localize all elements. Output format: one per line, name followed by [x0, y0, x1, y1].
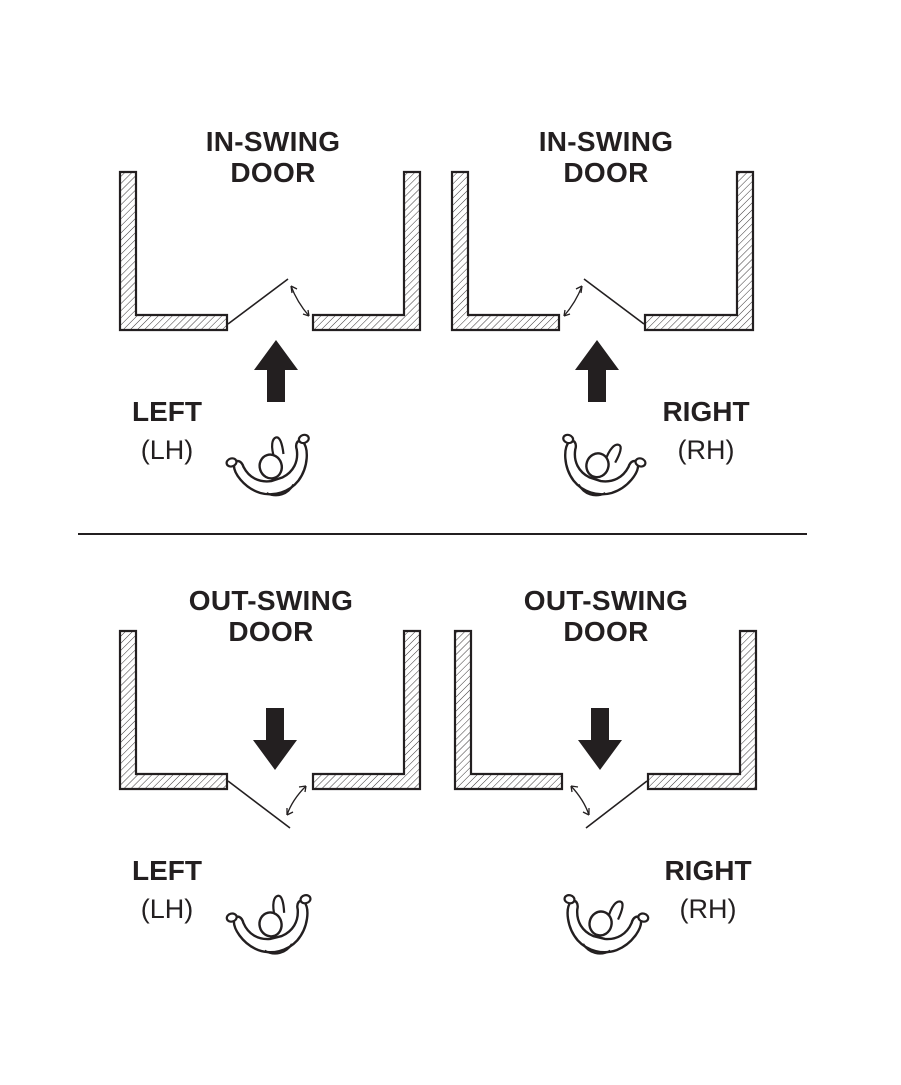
wall-right — [643, 170, 755, 332]
door-leaf — [585, 780, 648, 829]
panel-1-code: (LH) — [140, 435, 194, 465]
wall-left — [118, 170, 229, 332]
wall-left — [450, 170, 561, 332]
person-icon — [222, 426, 324, 509]
direction-arrow-icon — [578, 708, 622, 770]
panel-4-code: (RH) — [679, 894, 737, 924]
title-line-2: DOOR — [563, 157, 649, 188]
door-leaf — [583, 278, 645, 325]
wall-left — [118, 629, 229, 791]
person-icon — [548, 426, 650, 509]
title-line-2: DOOR — [563, 616, 649, 647]
direction-arrow-icon — [253, 708, 297, 770]
panel-outswing-left — [118, 629, 422, 965]
person-icon — [552, 887, 652, 965]
swing-arrow-icon — [570, 785, 590, 816]
title-line-2: DOOR — [228, 616, 314, 647]
title-line-1: OUT-SWING — [188, 585, 354, 616]
panel-3-side: LEFT — [132, 855, 202, 886]
direction-arrow-icon — [575, 340, 619, 402]
wall-right — [311, 629, 422, 791]
panel-outswing-right — [453, 629, 758, 965]
title-line-2: DOOR — [230, 157, 316, 188]
wall-right — [311, 170, 422, 332]
swing-arrow-icon — [563, 285, 583, 317]
panel-inswing-left — [118, 170, 422, 509]
panel-2-code: (RH) — [677, 435, 735, 465]
title-line-1: IN-SWING — [538, 126, 674, 157]
title-line-1: OUT-SWING — [523, 585, 689, 616]
wall-left — [453, 629, 564, 791]
panel-3-code: (LH) — [140, 894, 194, 924]
panel-3-title: OUT-SWING DOOR — [151, 585, 391, 647]
door-leaf — [227, 780, 291, 829]
panel-4-title: OUT-SWING DOOR — [486, 585, 726, 647]
wall-right — [646, 629, 758, 791]
swing-arrow-icon — [286, 785, 307, 816]
person-icon — [223, 887, 323, 965]
panel-inswing-right — [450, 170, 755, 509]
panel-2-side: RIGHT — [662, 396, 750, 427]
panel-2-title: IN-SWING DOOR — [486, 126, 726, 188]
swing-arrow-icon — [290, 285, 310, 317]
panel-4-side: RIGHT — [664, 855, 752, 886]
door-leaf — [227, 278, 289, 325]
direction-arrow-icon — [254, 340, 298, 402]
panel-1-title: IN-SWING DOOR — [153, 126, 393, 188]
title-line-1: IN-SWING — [205, 126, 341, 157]
panel-1-side: LEFT — [132, 396, 202, 427]
